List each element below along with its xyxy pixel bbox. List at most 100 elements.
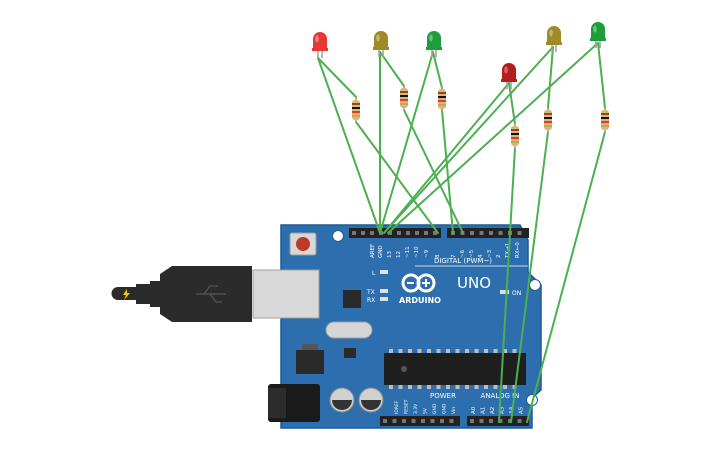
resistor[interactable] [601,107,609,133]
pin-hole[interactable] [392,419,397,423]
pin-hole[interactable] [370,231,374,235]
led-l [380,270,388,274]
pin-hole[interactable] [415,231,419,235]
led-yellow[interactable] [373,31,389,57]
pin-hole[interactable] [421,419,425,423]
pin-hole[interactable] [479,231,484,235]
lightning-icon [123,289,130,300]
jumper-wire[interactable] [317,57,381,234]
pin-hole[interactable] [489,419,493,423]
power-label: POWER [430,392,456,400]
resistor[interactable] [511,123,519,149]
jumper-wire[interactable] [498,147,516,423]
jumper-wire[interactable] [547,46,554,109]
pin-hole[interactable] [479,419,484,423]
jumper-wire[interactable] [510,131,549,423]
digital-pin-label: AREF [370,244,376,258]
jumper-wire[interactable] [317,57,357,98]
resistor[interactable] [544,107,552,133]
bottom-pin-holes [383,419,522,423]
usb-plug-metal [252,269,320,319]
resistor[interactable] [352,97,360,123]
pin-hole[interactable] [508,419,512,423]
led-rx-label: RX [367,297,375,304]
digital-pin-label: ~11 [405,246,411,258]
jumper-wire[interactable] [508,82,516,125]
pin-hole[interactable] [424,231,428,235]
power-pin-label: 3.3V [413,403,419,414]
led-tx [380,289,388,293]
resistor[interactable] [400,85,408,111]
jumper-wires [317,42,606,423]
mounting-hole [529,279,541,291]
led-yellow[interactable] [546,26,562,52]
analog-pin-label: A5 [519,406,525,414]
usb-controller-chip [343,290,361,308]
pin-hole[interactable] [352,231,356,235]
power-pin-label: GND [432,403,438,414]
jumper-wire[interactable] [432,51,443,89]
pin-hole[interactable] [361,231,365,235]
leds [312,22,606,89]
pin-hole[interactable] [449,419,454,423]
digital-pin-label: ~6 [460,249,466,258]
pin-hole[interactable] [498,231,503,235]
pin-hole[interactable] [411,419,416,423]
jumper-wire[interactable] [379,51,434,234]
atmega-microcontroller [384,349,526,389]
jumper-wire[interactable] [383,82,510,234]
analog-header [467,416,529,426]
power-pin-label: 5V [423,407,429,414]
jumper-wire[interactable] [403,109,464,234]
jumper-wire[interactable] [441,109,454,234]
usb-cable[interactable] [111,266,320,322]
power-pin-label: RESET [404,399,410,414]
digital-pin-label: ~5 [469,249,475,258]
pin-hole[interactable] [388,231,392,235]
jumper-wire[interactable] [526,131,606,423]
pin-hole[interactable] [397,231,401,235]
pin-hole[interactable] [430,419,435,423]
pin-hole[interactable] [402,419,406,423]
digital-pin-label: 2 [496,255,502,259]
crystal-oscillator [325,321,373,339]
pin-hole[interactable] [470,419,474,423]
digital-pin-label: ~9 [424,249,430,258]
digital-label: DIGITAL (PWM~) [434,257,492,265]
jumper-wire[interactable] [383,46,554,234]
pin-hole[interactable] [470,231,474,235]
arduino-logo-text: ARDUINO [399,296,441,305]
led-rx [380,297,388,301]
capacitor-2 [358,387,384,413]
digital-pin-label: 7 [451,254,457,258]
analog-pin-label: A1 [481,407,487,414]
pin-hole[interactable] [517,419,522,423]
pin-hole[interactable] [440,419,444,423]
capacitor-1 [329,387,355,413]
digital-pin-label: ~3 [487,249,493,258]
usb-symbol-icon [196,285,226,303]
pin-hole[interactable] [517,231,522,235]
led-green[interactable] [426,31,442,57]
digital-pin-label: 12 [396,251,402,258]
resistor[interactable] [438,86,446,112]
pin-hole[interactable] [498,419,503,423]
arduino-infinity-logo [401,273,436,293]
jumper-wire[interactable] [597,42,606,109]
led-red[interactable] [501,63,517,89]
jumper-wire[interactable] [387,42,599,234]
led-green[interactable] [590,22,606,48]
digital-header-left [349,228,441,238]
pin-hole[interactable] [489,231,493,235]
led-red[interactable] [312,32,328,58]
on-led-label: ON [512,290,521,297]
pin-hole[interactable] [383,419,387,423]
reset-button[interactable] [289,232,317,256]
pin-hole[interactable] [406,231,410,235]
jumper-wire[interactable] [379,51,405,87]
digital-pin-label: 13 [387,251,393,258]
pin-hole[interactable] [433,231,437,235]
digital-pin-label: 8 [435,254,441,258]
